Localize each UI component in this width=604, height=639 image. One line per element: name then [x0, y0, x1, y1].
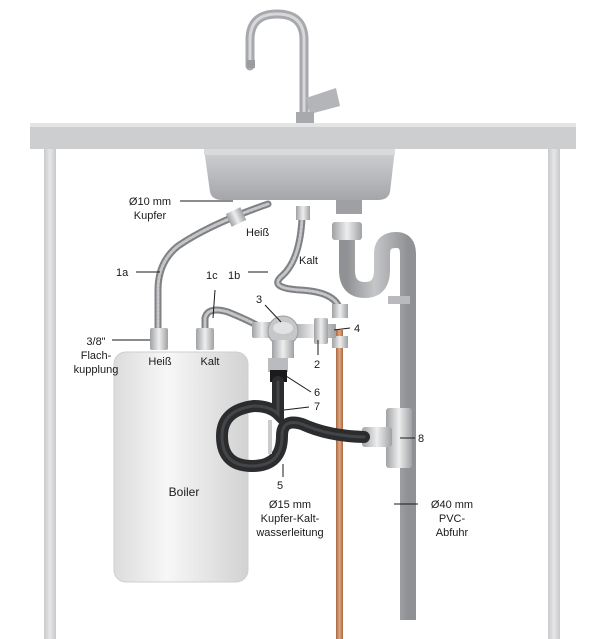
label-kalt-top: Kalt	[299, 255, 318, 267]
copper-cold-line	[336, 330, 343, 639]
label-1c: 1c	[206, 270, 218, 282]
label-pvc-40-line3: Abfuhr	[436, 527, 469, 539]
label-3: 3	[256, 294, 262, 306]
label-heiss-top: Heiß	[246, 227, 270, 239]
drain-funnel	[268, 358, 288, 372]
label-5: 5	[277, 480, 283, 492]
label-heiss-boiler: Heiß	[148, 356, 172, 368]
label-kalt-boiler: Kalt	[201, 356, 220, 368]
fittings	[150, 206, 348, 350]
safety-valve-group	[252, 315, 336, 358]
label-flach-line1: 3/8"	[86, 336, 105, 348]
leader-lines	[112, 200, 418, 505]
label-copper-10-line1: Ø10 mm	[129, 196, 171, 208]
braided-hoses	[154, 200, 344, 336]
label-copper-10-line2: Kupfer	[134, 210, 167, 222]
fitting-sink-cold	[296, 206, 310, 220]
label-copper-15-line3: wasserleitung	[255, 527, 323, 539]
fitting-sink-hot	[225, 207, 247, 227]
countertop	[30, 123, 576, 149]
drain-hose	[215, 358, 370, 473]
label-1a: 1a	[116, 267, 129, 279]
label-copper-15-line2: Kupfer-Kalt-	[261, 513, 320, 525]
label-1b: 1b	[228, 270, 240, 282]
label-6: 6	[314, 387, 320, 399]
label-flach-line2: Flach-	[81, 350, 112, 362]
label-pvc-40-line2: PVC-	[439, 513, 466, 525]
fitting-t-bottom	[332, 336, 348, 348]
label-4: 4	[354, 323, 360, 335]
labels: Ø10 mm Kupfer Heiß Kalt 1a 1c 1b 3 4 2 3…	[74, 196, 473, 539]
fitting-t-top	[332, 304, 348, 318]
label-pvc-40-line1: Ø40 mm	[431, 499, 473, 511]
label-8: 8	[418, 433, 424, 445]
cabinet	[44, 146, 560, 639]
label-7: 7	[314, 401, 320, 413]
cabinet-right-wall	[548, 146, 560, 639]
boiler-tank	[113, 351, 249, 583]
label-boiler: Boiler	[169, 485, 200, 499]
label-copper-15-line1: Ø15 mm	[269, 499, 311, 511]
label-2: 2	[314, 359, 320, 371]
faucet	[245, 9, 340, 125]
fitting-boiler-cold	[196, 328, 214, 350]
pvc-drain	[332, 200, 416, 620]
sink-basin	[204, 149, 395, 200]
cabinet-left-wall	[44, 146, 56, 639]
label-flach-line3: kupplung	[74, 364, 119, 376]
fitting-boiler-hot	[150, 328, 168, 350]
